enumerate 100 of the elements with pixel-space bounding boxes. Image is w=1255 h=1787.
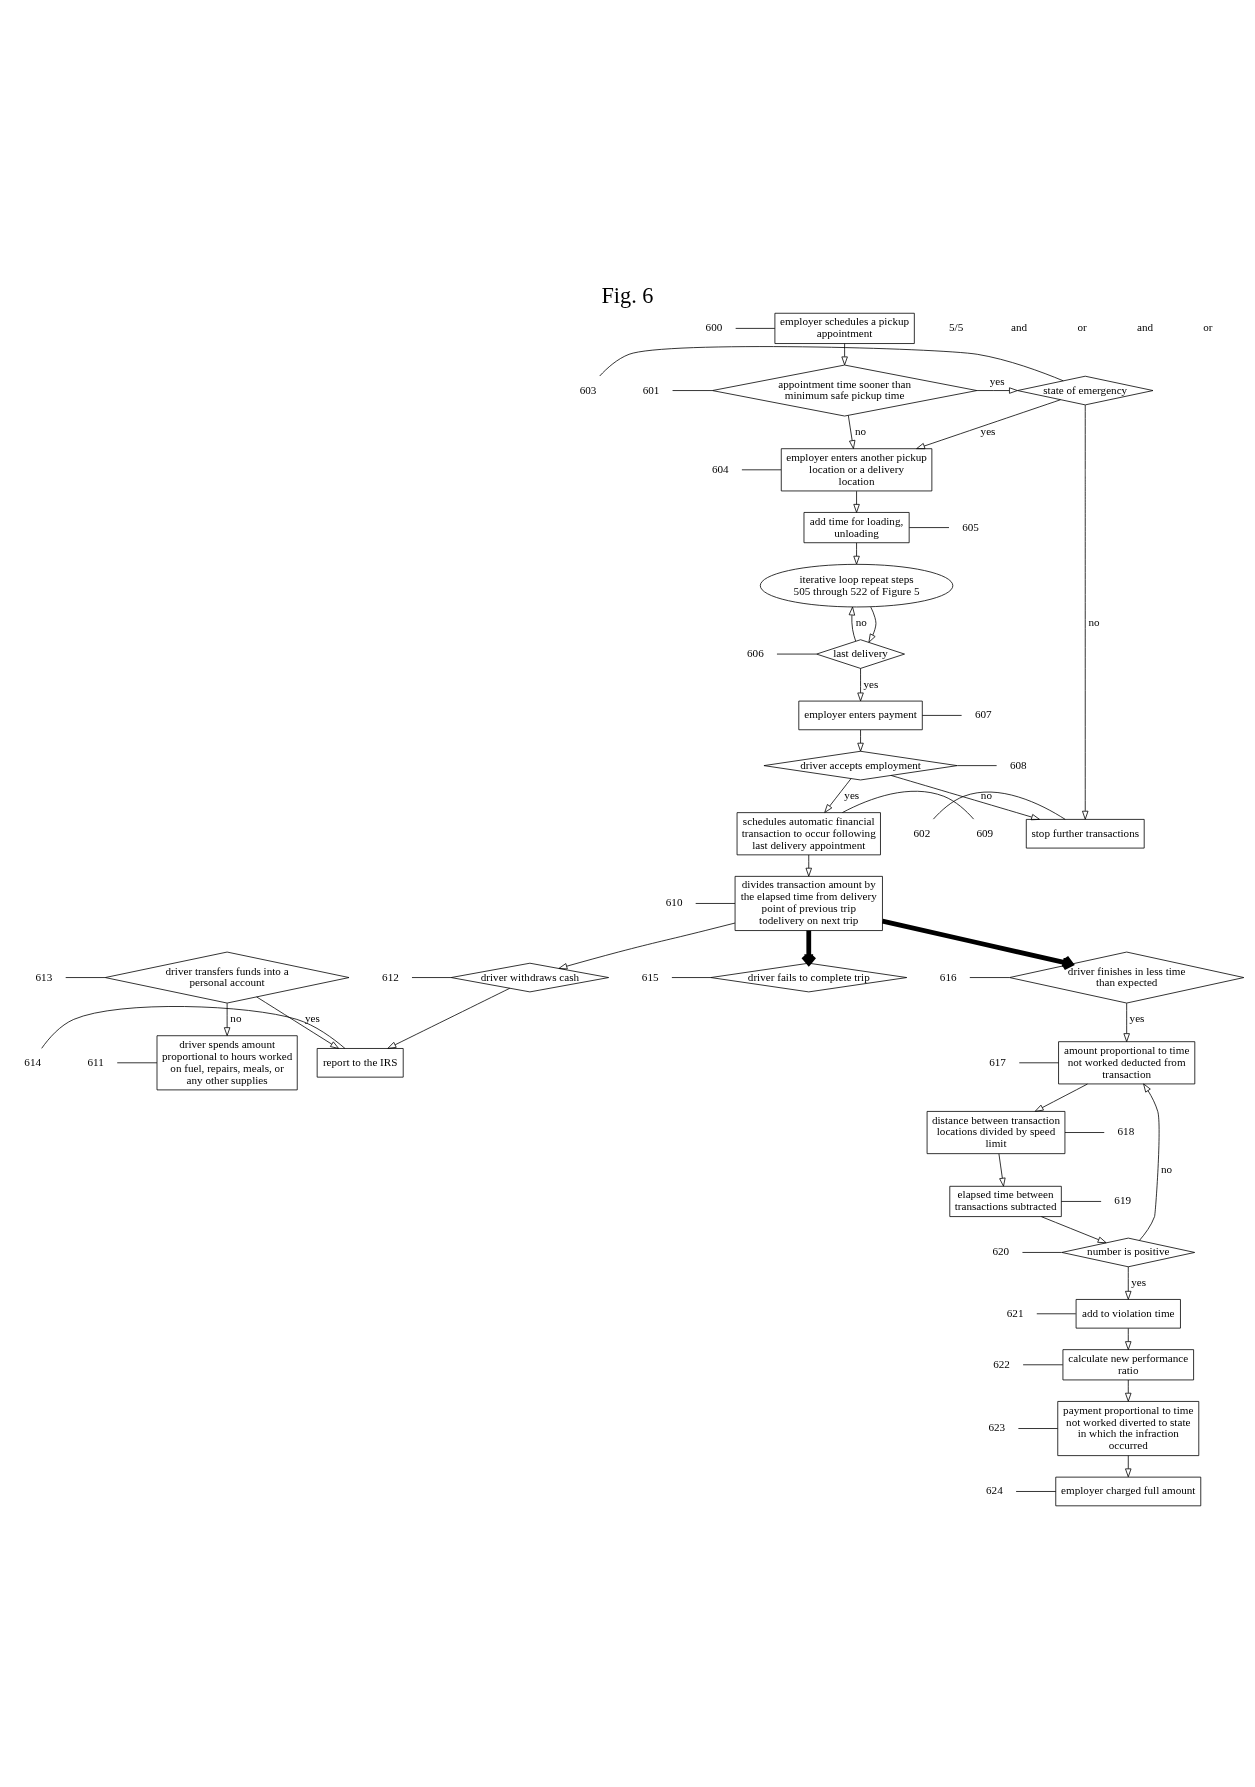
node-text: 613 [35,970,53,982]
node-box: elapsed time between transactions subtracted [949,1185,1062,1217]
node-box: calculate new performance ratio [1062,1348,1194,1380]
connector [599,345,1064,381]
edge-label: no [230,1011,242,1024]
node-diamond: driver fails to complete trip [710,962,908,992]
edge-label: yes [1129,1011,1145,1024]
node-text: 619 [1114,1193,1132,1206]
connector [969,976,1010,978]
node-text: 601 [642,383,660,395]
arrow [1125,1454,1132,1477]
edge-label: no [1160,1162,1173,1175]
node-text: 600 [705,320,723,333]
node-text: 622 [993,1357,1010,1370]
node-text: 615 [641,970,659,982]
node-text: 612 [382,970,399,982]
label: or [1203,320,1213,333]
arrow [976,386,1018,394]
node-text: 621 [1006,1306,1024,1319]
node-diamond: driver accepts employment [763,750,958,780]
arrow [558,922,736,969]
arrow [847,414,856,449]
edge-label: yes [844,788,860,801]
arrow [1139,1083,1160,1241]
connector [735,327,776,329]
connector [672,389,713,391]
node-box: driver spends amount proportional to hours worked on fuel, repairs, meals, or any other supplies [156,1034,298,1090]
arrow [857,667,864,701]
node-box: add time for loading, unloading [803,511,910,543]
node-ellipse: iterative loop repeat steps 505 through 522 of Figure 5 [759,563,954,607]
node-box: add to violation time [1075,1298,1181,1329]
node-box: distance between transaction locations divided by speed limit [926,1110,1066,1154]
arrow [801,930,817,965]
connector [1061,1200,1102,1202]
edge-label: yes [989,374,1005,387]
node-box: employer charged full amount [1055,1476,1202,1506]
connector [908,526,950,528]
node-text: 611 [87,1055,104,1068]
node-box: payment proportional to time not worked diverted to state in which the infraction occurred [1057,1400,1200,1456]
arrow [868,606,877,643]
connector [1017,1427,1059,1429]
node-text: 603 [579,383,597,395]
arrow [1041,1215,1107,1243]
arrow [1082,404,1089,820]
edge-label: no [855,615,867,628]
arrow [387,987,511,1049]
arrow [857,729,864,752]
connector [116,1061,158,1063]
node-text: 624 [986,1483,1003,1496]
edge-label: no [1088,615,1100,628]
connector [1022,1363,1064,1365]
arrow [805,854,812,877]
diagram-title: Fig. 6 [601,282,654,308]
connector [842,790,975,820]
arrow [1125,1327,1132,1350]
arrow [1125,1379,1132,1402]
edge-label: no [980,788,993,801]
node-box: employer schedules a pickup appointment [774,312,915,344]
node-text: 608 [1009,758,1027,771]
connector [933,791,1066,820]
arrow [881,918,1074,970]
arrow [256,996,339,1049]
node-text: 605 [962,520,979,533]
node-box: stop further transactions [1025,818,1145,848]
arrow [848,606,857,641]
node-diamond: state of emergency [1017,375,1154,405]
edge-label: no [854,424,867,437]
node-box: divides transaction amount by the elapsed time from delivery point of previous trip todelivery on next trip [734,875,883,931]
connector [1022,1251,1063,1253]
arrow [1123,1002,1130,1042]
edge-label: yes [980,424,996,437]
node-text: 618 [1117,1124,1135,1137]
arrow [223,1002,231,1036]
node-text: 604 [711,462,729,475]
connector [41,1005,346,1049]
node-diamond: appointment time sooner than minimum safe pickup time [711,364,978,416]
node-text: 623 [988,1420,1006,1433]
arrow [890,774,1040,820]
connector [671,976,712,978]
node-text: 606 [747,646,764,659]
arrow [1034,1083,1088,1112]
node-diamond: driver transfers funds into a personal account [104,951,350,1003]
node-diamond: last delivery [816,638,905,669]
node-text: 620 [992,1244,1010,1257]
arrow [998,1153,1006,1187]
arrow [1125,1265,1132,1300]
node-text: 614 [24,1055,42,1068]
connector [65,976,106,978]
node-box: schedules automatic financial transaction to occur following last delivery appointment [736,811,881,855]
label: and [1136,320,1154,333]
edge-label: yes [1131,1275,1147,1288]
connector [956,764,998,766]
arrow [824,777,852,813]
node-box: employer enters payment [798,700,923,730]
node-text: 602 [913,826,931,839]
connector [411,976,452,978]
node-text: 617 [989,1055,1006,1068]
connector [922,714,962,716]
node-box: amount proportional to time not worked deducted from transaction [1058,1040,1196,1084]
connector [1018,1061,1059,1063]
